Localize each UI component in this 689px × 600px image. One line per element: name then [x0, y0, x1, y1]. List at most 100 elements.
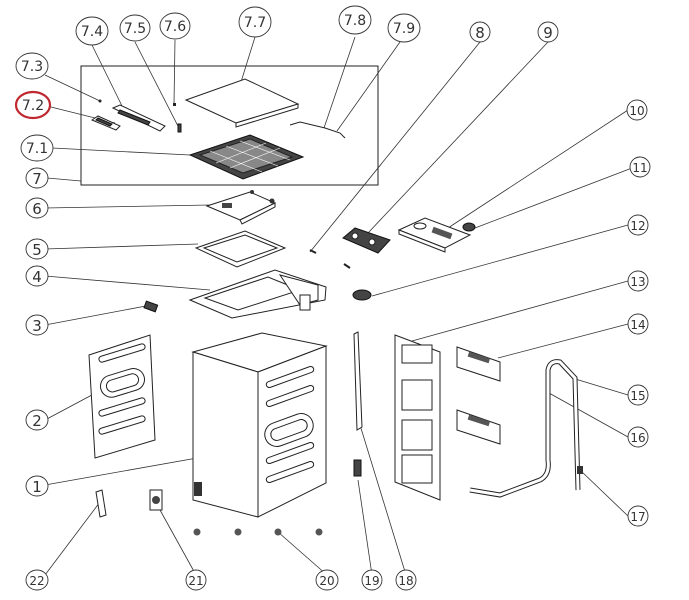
callout-circle — [627, 505, 649, 527]
callout-circle — [627, 384, 649, 406]
callout-circle — [185, 569, 207, 591]
callout-label: 7.8 — [344, 13, 366, 29]
callout-label: 22 — [29, 574, 44, 588]
callout-22[interactable]: 22 — [25, 569, 49, 591]
callout-14[interactable]: 14 — [627, 313, 649, 335]
callout-9[interactable]: 9 — [537, 21, 559, 43]
callout-label: 15 — [630, 389, 645, 403]
callout-circle — [15, 52, 49, 80]
callout-circle — [25, 167, 49, 189]
callout-7[interactable]: 7 — [25, 167, 49, 189]
callout-8[interactable]: 8 — [469, 21, 491, 43]
callout-label: 2 — [32, 412, 42, 430]
callout-circle — [238, 6, 272, 38]
callout-circle — [537, 21, 559, 43]
part-6-cover — [205, 190, 277, 225]
part-7-1-tray — [188, 134, 305, 180]
callout-7-4[interactable]: 7.4 — [75, 16, 109, 46]
callout-label: 9 — [543, 24, 553, 42]
part-8-pin-2 — [343, 263, 351, 269]
callout-circle — [627, 214, 649, 236]
callout-label: 7 — [32, 170, 42, 188]
callout-label: 7.7 — [244, 15, 266, 31]
callout-label: 17 — [630, 510, 645, 524]
callout-7-7[interactable]: 7.7 — [238, 6, 272, 38]
callout-10[interactable]: 10 — [626, 99, 648, 121]
callout-label: 3 — [32, 317, 42, 335]
part-20-feet — [193, 528, 323, 536]
part-11-knob — [462, 222, 476, 232]
callout-circle — [315, 569, 339, 591]
callout-circle — [159, 12, 191, 40]
callout-label: 7.1 — [26, 141, 48, 157]
part-10-display-panel — [397, 217, 472, 253]
callout-circle — [395, 569, 417, 591]
part-19-sensor — [353, 459, 362, 477]
part-9-control-board — [342, 227, 391, 254]
callout-circle — [361, 569, 383, 591]
callout-circle — [627, 313, 649, 335]
part-14-bracket-upper — [456, 346, 501, 382]
callout-4[interactable]: 4 — [25, 265, 49, 287]
callout-label: 19 — [364, 574, 379, 588]
callout-label: 20 — [319, 574, 334, 588]
callout-18[interactable]: 18 — [395, 569, 417, 591]
callout-7-1[interactable]: 7.1 — [20, 134, 54, 162]
callout-7-2[interactable]: 7.2 — [14, 90, 52, 120]
callout-7-5[interactable]: 7.5 — [119, 14, 151, 42]
callout-6[interactable]: 6 — [25, 197, 49, 219]
callout-label: 6 — [32, 200, 42, 218]
callout-11[interactable]: 11 — [629, 156, 651, 178]
callout-circle — [25, 409, 49, 431]
callout-circle — [75, 16, 109, 46]
part-5-ring-frame — [194, 230, 287, 268]
callout-13[interactable]: 13 — [627, 270, 649, 292]
callout-12[interactable]: 12 — [627, 214, 649, 236]
callout-circle — [629, 156, 651, 178]
callout-label: 7.6 — [164, 19, 186, 35]
callout-label: 7.9 — [393, 21, 415, 37]
callout-label: 7.4 — [81, 24, 103, 40]
callout-1[interactable]: 1 — [25, 475, 49, 497]
callout-19[interactable]: 19 — [361, 569, 383, 591]
callout-16[interactable]: 16 — [627, 426, 649, 448]
callout-2[interactable]: 2 — [25, 409, 49, 431]
part-7-5-clip — [177, 123, 182, 133]
callout-7-3[interactable]: 7.3 — [15, 52, 49, 80]
callout-circle — [25, 569, 49, 591]
callout-7-6[interactable]: 7.6 — [159, 12, 191, 40]
callout-label: 7.5 — [124, 21, 146, 37]
callout-label: 8 — [475, 24, 485, 42]
part-4-top-housing — [188, 269, 327, 319]
callout-label: 10 — [629, 104, 644, 118]
callout-label: 18 — [398, 574, 413, 588]
part-17-clamp — [577, 466, 583, 474]
callout-circle — [25, 314, 49, 336]
callout-7-9[interactable]: 7.9 — [387, 13, 421, 43]
callout-17[interactable]: 17 — [627, 505, 649, 527]
callout-label: 4 — [32, 268, 42, 286]
callout-3[interactable]: 3 — [25, 314, 49, 336]
part-22-plate — [95, 489, 107, 518]
callout-label: 12 — [630, 219, 645, 233]
callout-15[interactable]: 15 — [627, 384, 649, 406]
callout-5[interactable]: 5 — [25, 238, 49, 260]
callout-20[interactable]: 20 — [315, 569, 339, 591]
callout-circle — [469, 21, 491, 43]
callout-21[interactable]: 21 — [185, 569, 207, 591]
callout-circle — [25, 475, 49, 497]
callout-circle — [25, 197, 49, 219]
callout-label: 14 — [630, 318, 645, 332]
callout-label: 21 — [188, 574, 203, 588]
part-7-2-rail — [90, 115, 121, 131]
part-21-fan-unit — [149, 489, 163, 511]
part-7-7-lid — [184, 78, 300, 128]
part-7-6-pin — [173, 103, 176, 106]
callout-circle — [627, 270, 649, 292]
part-12-switch — [352, 289, 372, 301]
callout-circle — [338, 5, 372, 35]
part-7-8-wire — [289, 121, 346, 139]
part-3-latch — [143, 300, 159, 313]
callout-7-8[interactable]: 7.8 — [338, 5, 372, 35]
